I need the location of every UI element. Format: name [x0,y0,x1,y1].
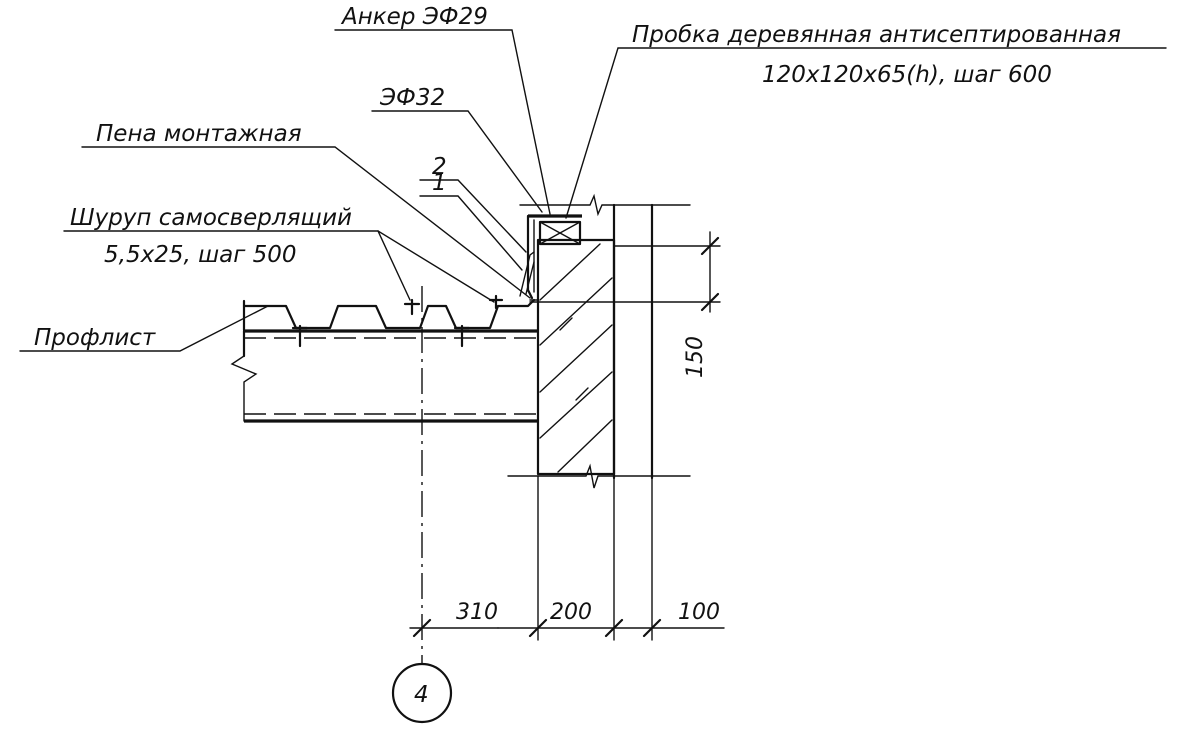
axis-marker-circle [391,662,453,724]
label-anchor: Анкер ЭФ29 [340,4,488,30]
label-plug-line2: 120х120х65(h), шаг 600 [762,62,1052,88]
wall-break-top [519,193,691,217]
dimension-horizontal [409,475,725,641]
label-screw-line2: 5,5х25, шаг 500 [104,242,297,268]
wall [507,193,691,489]
leader-foam [81,146,531,299]
leader-ef32 [371,110,543,213]
label-layer1: 1 [432,170,447,196]
wall-break-bottom [507,463,691,489]
leader-profile [19,305,269,352]
dim-200: 200 [550,600,592,625]
label-profile: Профлист [34,325,156,351]
dim-310: 310 [456,600,498,625]
wall-hatching [539,243,613,473]
flashing [519,214,539,313]
profiled-sheet [230,294,538,423]
label-screw-line1: Шуруп самосверлящий [70,205,352,231]
axis-marker-label: 4 [414,682,429,708]
dim-150: 150 [683,336,708,378]
label-layer2: 2 [432,154,447,180]
leader-screw-2 [377,230,495,303]
wooden-plug [528,214,582,246]
screws [291,294,504,348]
dim-100: 100 [678,600,720,625]
leader-layer2 [419,179,527,253]
masonry-wall [536,238,616,476]
beam-break [230,355,258,422]
leaders [19,29,1167,629]
label-ef32: ЭФ32 [379,85,445,111]
label-plug-line1: Пробка деревянная антисептированная [632,22,1121,48]
label-foam: Пена монтажная [96,121,302,147]
leader-layer1 [419,195,523,271]
leader-anchor [334,29,551,215]
leader-plug [565,47,1167,219]
dimension-vertical [529,231,721,313]
